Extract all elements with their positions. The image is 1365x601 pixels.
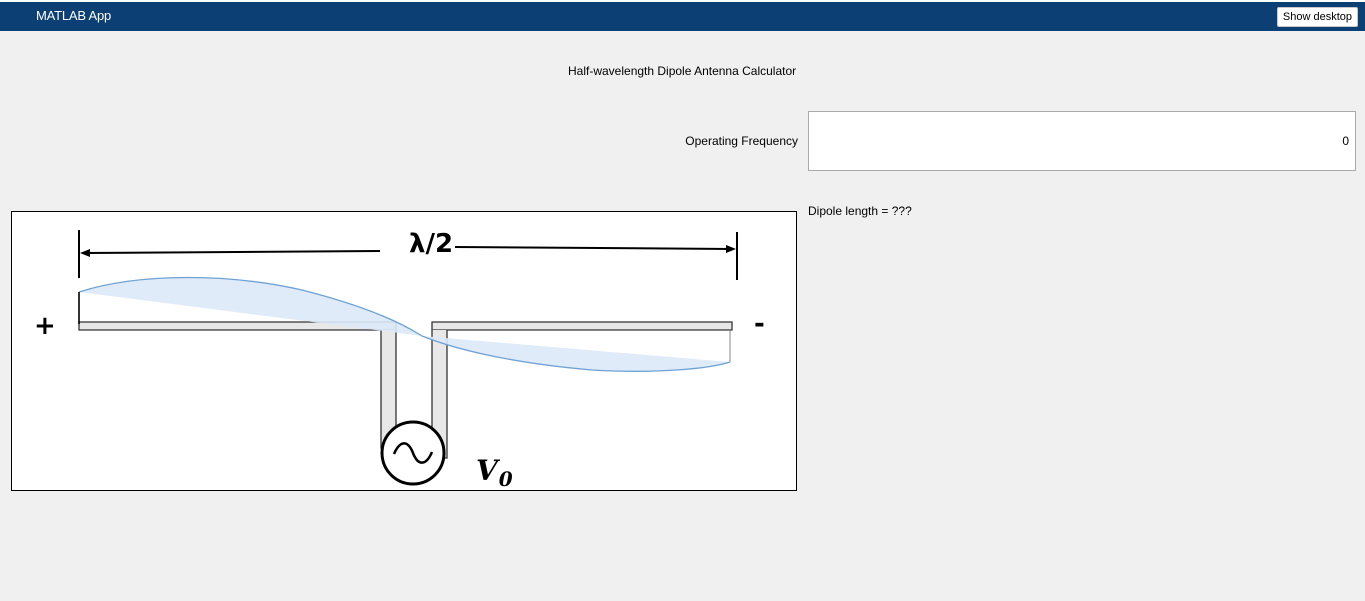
- source-voltage-symbol: V: [476, 454, 501, 487]
- dipole-right-arm: [431, 321, 733, 331]
- current-wave-right-fill: [422, 336, 730, 372]
- dipole-antenna-diagram: λ/2 + - V0: [11, 211, 797, 491]
- minus-terminal-label: -: [754, 309, 765, 339]
- plus-terminal-label: +: [34, 311, 56, 341]
- dimension-arrow-right: [726, 245, 736, 253]
- app-title: MATLAB App: [36, 8, 112, 23]
- operating-frequency-field[interactable]: [808, 111, 1356, 171]
- dimension-arrow-left: [80, 249, 90, 257]
- dipole-diagram-svg: λ/2 + - V0: [34, 229, 765, 490]
- dimension-line-right: [454, 246, 733, 250]
- half-wavelength-label: λ/2: [409, 229, 453, 259]
- dimension-line-left: [83, 250, 381, 254]
- current-wave-curve: [78, 276, 731, 372]
- dipole-length-result: Dipole length = ???: [808, 204, 912, 218]
- sine-wave-icon: [392, 442, 434, 464]
- operating-frequency-label: Operating Frequency: [685, 134, 798, 148]
- title-bar: MATLAB App Show desktop: [0, 0, 1365, 31]
- page-title: Half-wavelength Dipole Antenna Calculato…: [568, 64, 797, 78]
- source-voltage-subscript: 0: [499, 467, 513, 490]
- source-voltage-label: V0: [476, 454, 513, 490]
- show-desktop-button[interactable]: Show desktop: [1276, 7, 1358, 27]
- current-wave-left-fill: [79, 277, 422, 336]
